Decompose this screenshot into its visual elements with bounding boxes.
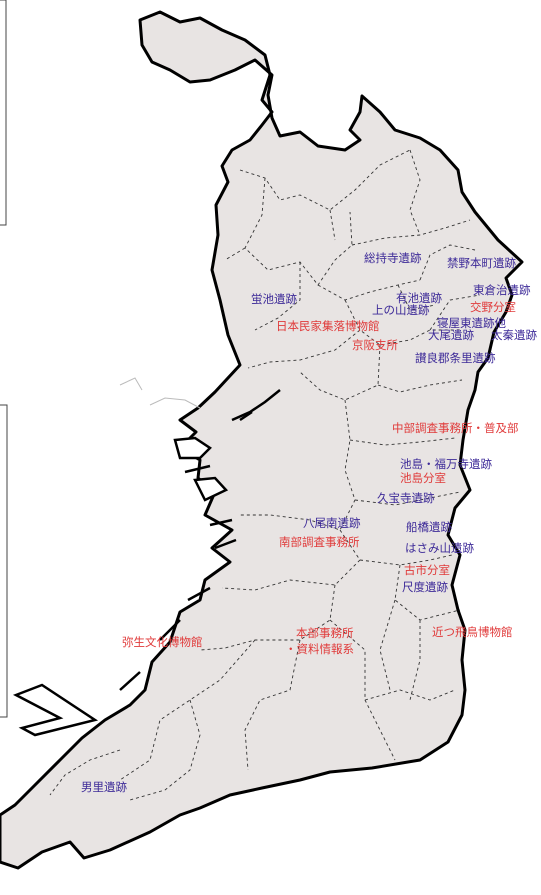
label-ikeshima-office: 池島分室: [400, 471, 446, 485]
label-bankeike-site: 蛍池遺跡: [251, 292, 297, 306]
prefecture-landmass: [0, 10, 524, 870]
kansai-airport-pier: [12, 683, 99, 737]
label-katano-office: 交野分室: [470, 300, 516, 314]
label-keihan-branch: 京阪支所: [352, 338, 398, 352]
municipal-boundaries: [49, 149, 481, 801]
label-neyahigashi-site: 寝屋東遺跡他: [437, 316, 506, 330]
label-uzumasa-site: 太秦遺跡: [491, 328, 537, 342]
label-uenoyama-site: 上の山遺跡: [372, 303, 430, 317]
label-honbu-office: 本部事務所: [296, 626, 354, 640]
bay-seawall: [119, 410, 253, 691]
left-frame-top: [0, 0, 7, 226]
label-furuichi-office: 古市分室: [404, 563, 450, 577]
port-island-north: [173, 436, 212, 460]
label-yaominami-site: 八尾南遺跡: [303, 516, 361, 530]
label-kuhoji-site: 久宝寺遺跡: [377, 491, 435, 505]
label-kinyahonmachi-site: 禁野本町遺跡: [447, 256, 516, 270]
label-chubu-office: 中部調査事務所・普及部: [392, 421, 519, 435]
left-frame-middle: [0, 404, 8, 718]
label-shiryo-section: ・資料情報系: [285, 642, 354, 656]
label-sudo-site: 尺度遺跡: [402, 580, 448, 594]
label-asuka-museum: 近つ飛鳥博物館: [432, 625, 513, 639]
label-onosato-site: 男里遺跡: [81, 780, 127, 794]
label-nanbu-office: 南部調査事務所: [279, 535, 360, 549]
sea-outline-sketch: [119, 377, 201, 409]
label-funahashi-site: 船橋遺跡: [406, 520, 452, 534]
label-sojiji-site: 総持寺遺跡: [364, 251, 422, 265]
label-ariike-site: 有池遺跡: [396, 291, 442, 305]
label-higashikurachi-site: 東倉治遺跡: [473, 283, 531, 297]
port-island-middle: [193, 476, 229, 502]
label-hasamiyama-site: はさみ山遺跡: [405, 541, 474, 555]
coastal-strip: [187, 389, 281, 602]
label-minka-museum: 日本民家集落博物館: [276, 319, 380, 333]
label-oo-site: 大尾遺跡: [428, 328, 474, 342]
label-sanragun-site: 讃良郡条里遺跡: [415, 351, 496, 365]
label-yayoi-museum: 弥生文化博物館: [122, 635, 203, 649]
label-ikeshima-site: 池島・福万寺遺跡: [400, 457, 492, 471]
